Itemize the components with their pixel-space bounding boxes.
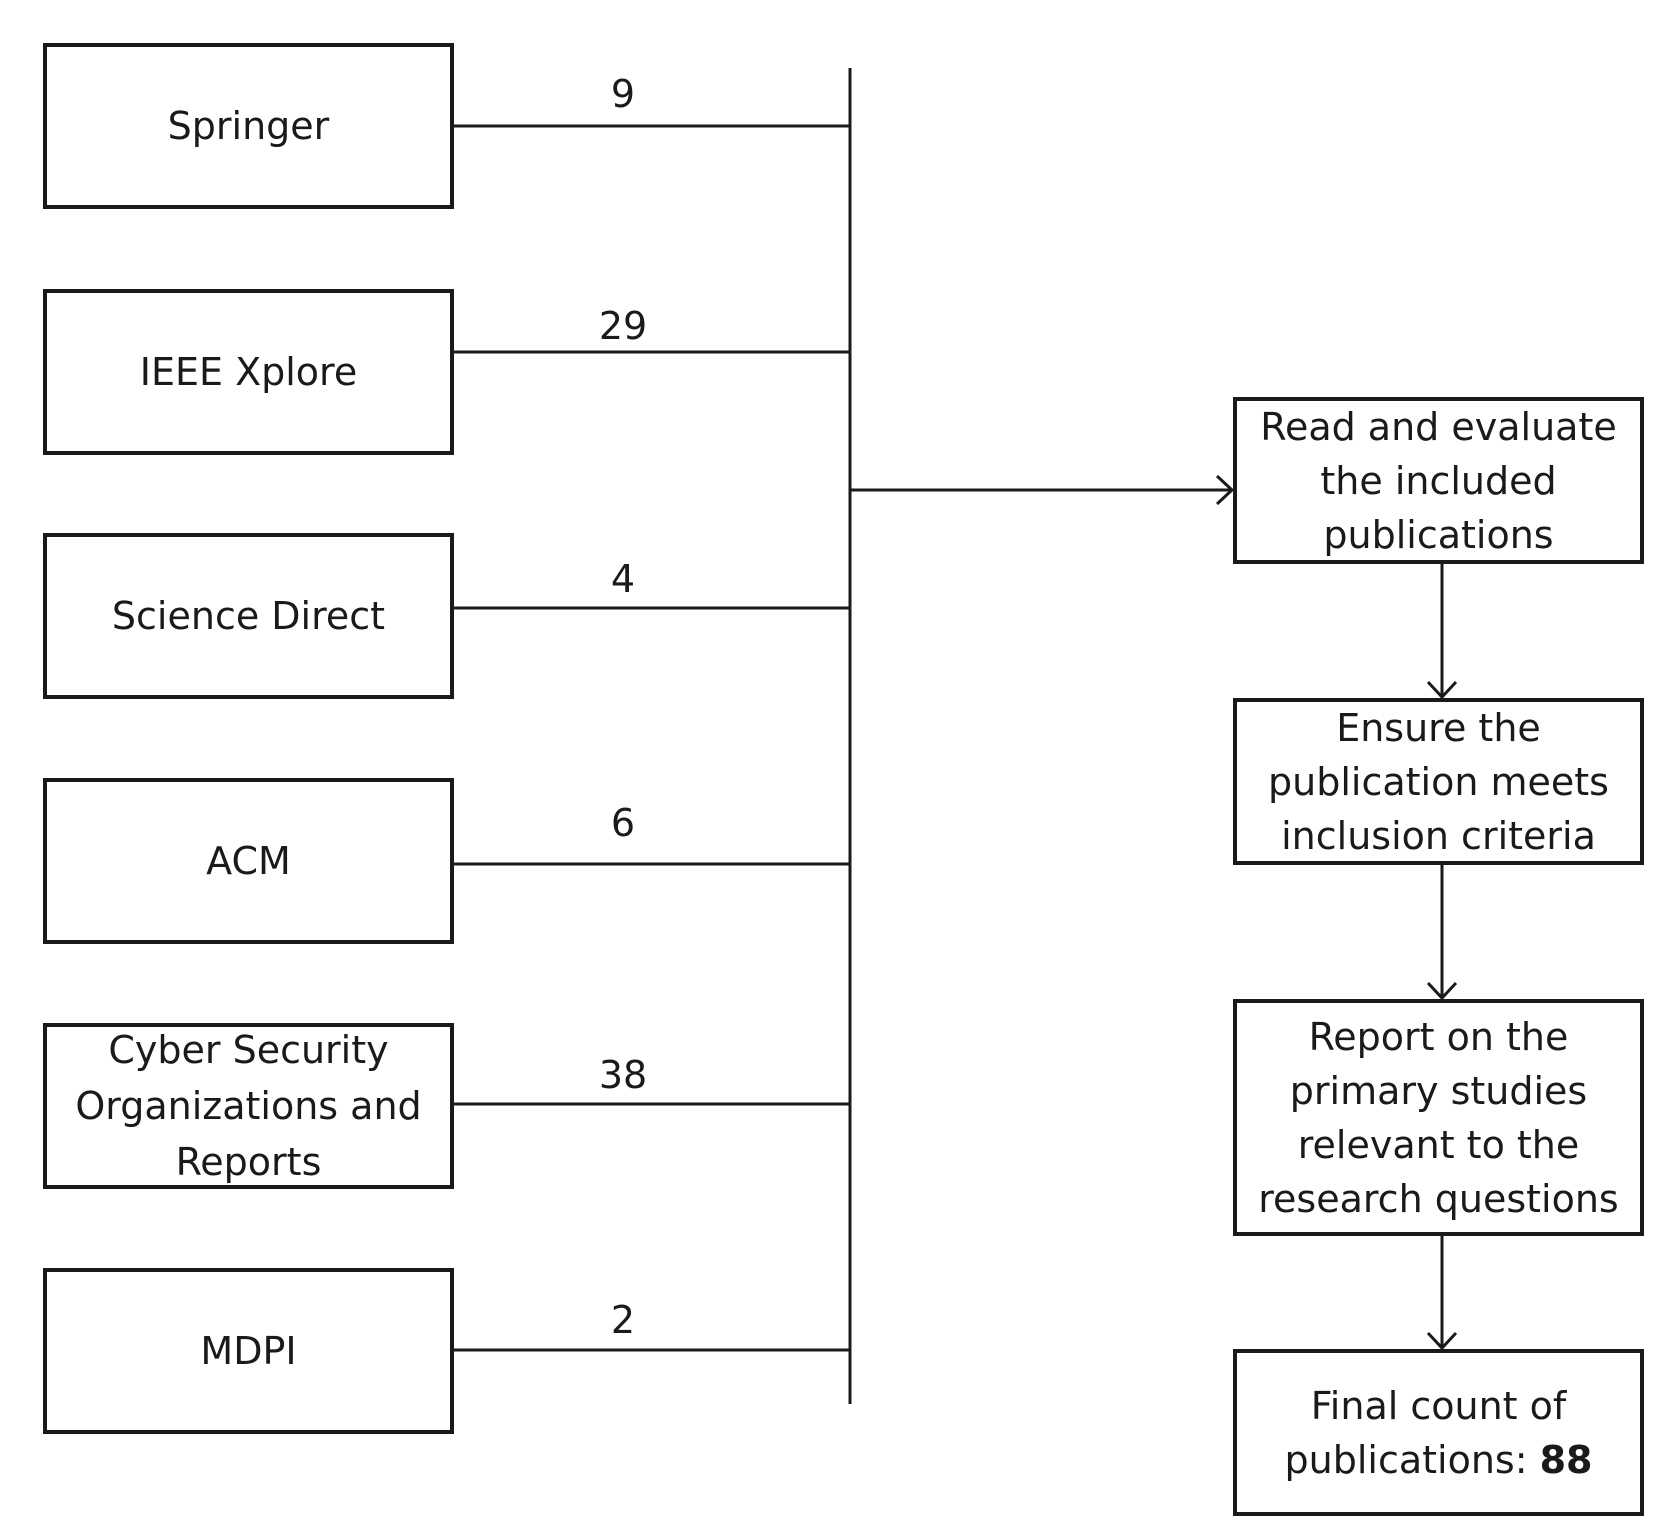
count-acm: 6: [610, 801, 636, 845]
source-box-cyber-security: Cyber Security Organizations and Reports: [43, 1023, 454, 1189]
final-count-value: 88: [1539, 1437, 1593, 1482]
count-ieee-xplore: 29: [598, 304, 648, 348]
step-final-count: Final count of publications: 88: [1233, 1349, 1644, 1516]
step-read-evaluate: Read and evaluate the included publicati…: [1233, 397, 1644, 564]
step-label: Read and evaluate the included publicati…: [1260, 404, 1617, 557]
source-label: Springer: [167, 104, 330, 148]
source-label: Cyber Security Organizations and Reports: [75, 1028, 422, 1184]
source-box-science-direct: Science Direct: [43, 533, 454, 699]
arrowhead-final-count: [1426, 1331, 1458, 1351]
step-label: Final count of publications: 88: [1237, 1379, 1640, 1487]
count-mdpi: 2: [610, 1298, 636, 1342]
count-cyber-security: 38: [598, 1053, 648, 1097]
step-report-primary-studies: Report on the primary studies relevant t…: [1233, 999, 1644, 1236]
source-label: Science Direct: [111, 594, 386, 638]
final-count-label: Final count of publications:: [1284, 1383, 1567, 1482]
source-box-mdpi: MDPI: [43, 1268, 454, 1434]
count-springer: 9: [610, 72, 636, 116]
step-label: Report on the primary studies relevant t…: [1258, 1014, 1619, 1221]
source-label: MDPI: [200, 1329, 297, 1373]
source-box-springer: Springer: [43, 43, 454, 209]
source-label: IEEE Xplore: [139, 350, 358, 394]
source-box-acm: ACM: [43, 778, 454, 944]
step-ensure-criteria: Ensure the publication meets inclusion c…: [1233, 698, 1644, 865]
count-science-direct: 4: [610, 557, 636, 601]
source-label: ACM: [206, 839, 291, 883]
step-label: Ensure the publication meets inclusion c…: [1268, 705, 1609, 858]
arrowhead-read-evaluate: [1215, 474, 1235, 506]
source-box-ieee-xplore: IEEE Xplore: [43, 289, 454, 455]
arrowhead-report: [1426, 981, 1458, 1001]
arrowhead-ensure-criteria: [1426, 680, 1458, 700]
